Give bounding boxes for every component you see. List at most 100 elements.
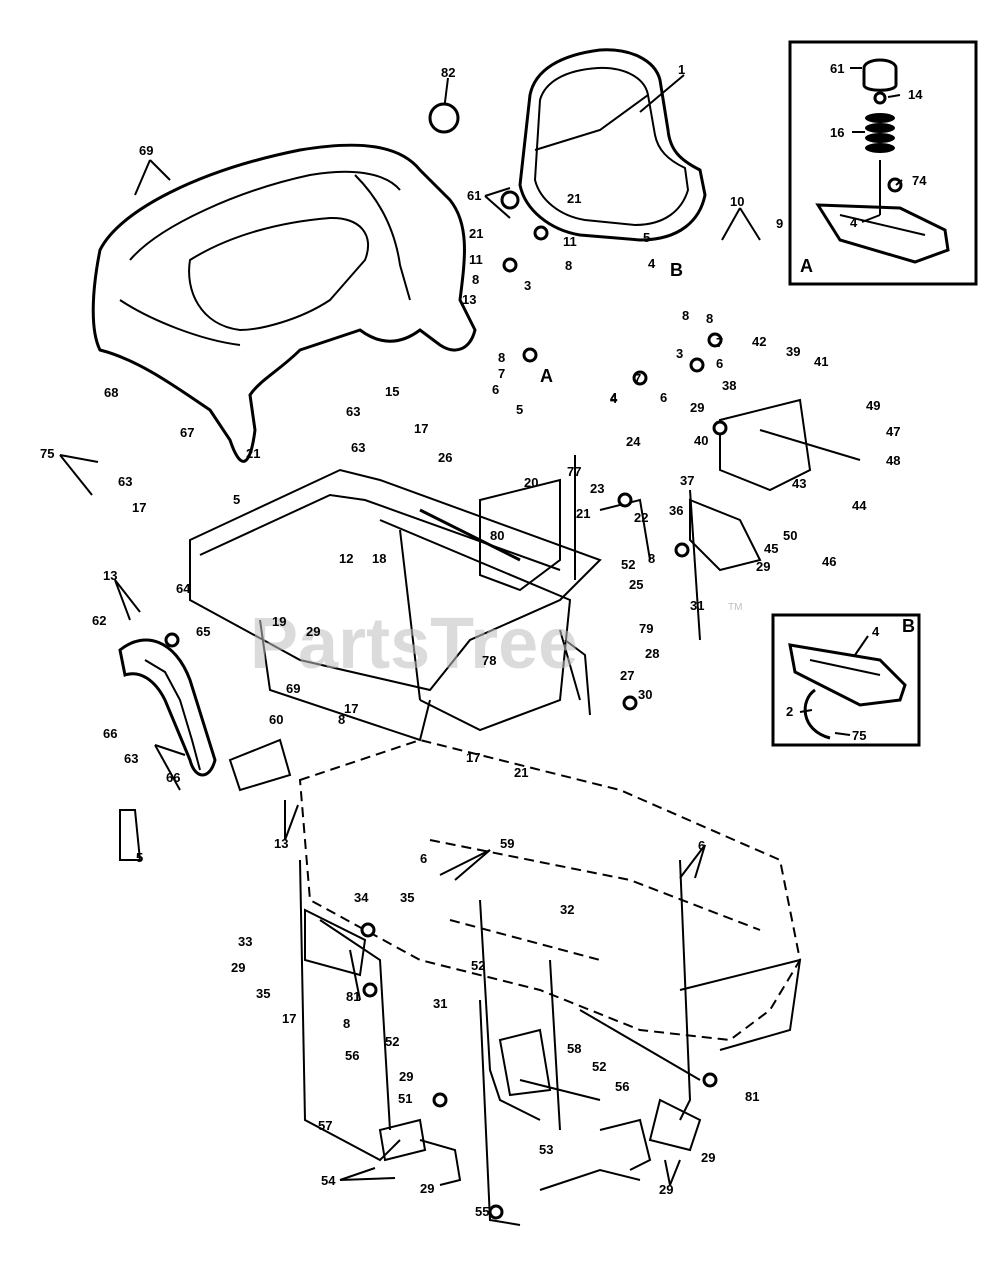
callout-label: B (670, 260, 683, 280)
inset-a-label-4: 4 (850, 215, 858, 230)
callout-label: 5 (516, 402, 523, 417)
left-panel-drawing (118, 638, 292, 861)
callout-label: 37 (680, 473, 694, 488)
watermark: PartsTree TM (250, 602, 742, 684)
callout-label: 39 (786, 344, 800, 359)
callout-label: 13 (274, 836, 288, 851)
callout-label: 22 (634, 510, 648, 525)
callout-label: 49 (866, 398, 880, 413)
callout-label: 23 (590, 481, 604, 496)
callout-label: 46 (822, 554, 836, 569)
callout-label: 43 (792, 476, 806, 491)
callout-label: 38 (722, 378, 736, 393)
callout-label: 18 (372, 551, 386, 566)
callout-label: 11 (469, 252, 483, 267)
callout-label: 57 (318, 1118, 332, 1133)
callout-labels: 1 82 69 61 21 11 8 3 21 11 8 5 4 B 10 9 … (40, 62, 900, 1219)
callout-label: 4 (610, 391, 618, 406)
callout-label: 63 (351, 440, 365, 455)
callout-label: 29 (231, 960, 245, 975)
callout-label: 6 (492, 382, 499, 397)
hardware-dots (164, 102, 728, 1220)
linkage-drawing (299, 455, 702, 1226)
watermark-text: PartsTree (250, 604, 578, 684)
callout-label: 8 (472, 272, 479, 287)
callout-label: 15 (385, 384, 399, 399)
callout-label: 51 (398, 1091, 412, 1106)
callout-label: 66 (166, 770, 180, 785)
inset-b-label-4: 4 (872, 624, 880, 639)
callout-label: 11 (563, 234, 577, 249)
callout-label: 66 (103, 726, 117, 741)
callout-label: 9 (776, 216, 783, 231)
callout-label: 59 (500, 836, 514, 851)
callout-label: 5 (136, 850, 143, 865)
callout-label: 4 (648, 256, 656, 271)
callout-label: 52 (385, 1034, 399, 1049)
callout-label: 29 (420, 1181, 434, 1196)
callout-label: 13 (103, 568, 117, 583)
callout-label: 21 (469, 226, 483, 241)
callout-label: 32 (560, 902, 574, 917)
callout-label: 30 (638, 687, 652, 702)
chassis-drawing (189, 398, 861, 742)
callout-label: 8 (498, 350, 505, 365)
callout-label: 79 (639, 621, 653, 636)
callout-label: 61 (467, 188, 481, 203)
callout-label: 5 (643, 230, 650, 245)
callout-label: 19 (272, 614, 286, 629)
callout-label: 63 (346, 404, 360, 419)
callout-label: 68 (104, 385, 118, 400)
callout-label: 17 (414, 421, 428, 436)
callout-label: 8 (565, 258, 572, 273)
watermark-trademark: TM (728, 602, 742, 613)
callout-label: 64 (176, 581, 191, 596)
callout-label: 24 (626, 434, 641, 449)
callout-label: 8 (706, 311, 713, 326)
callout-label: 31 (690, 598, 704, 613)
callout-label: 8 (682, 308, 689, 323)
callout-label: 4 (610, 390, 618, 405)
callout-label: 3 (524, 278, 531, 293)
callout-label: 55 (475, 1204, 489, 1219)
callout-label: 60 (269, 712, 283, 727)
callout-label: 17 (466, 750, 480, 765)
callout-label: 54 (321, 1173, 336, 1188)
callout-label: 50 (783, 528, 797, 543)
callout-label: 77 (567, 464, 581, 479)
callout-label: 56 (345, 1048, 359, 1063)
callout-label: 28 (645, 646, 659, 661)
callout-label: 17 (344, 701, 358, 716)
callout-label: 25 (629, 577, 643, 592)
callout-label: 29 (701, 1150, 715, 1165)
inset-b: 4 2 75 B (771, 613, 921, 747)
callout-label: 63 (118, 474, 132, 489)
callout-label: 52 (592, 1059, 606, 1074)
callout-label: 5 (233, 492, 240, 507)
callout-label: 45 (764, 541, 778, 556)
inset-a: 61 14 16 74 4 A (788, 40, 978, 286)
callout-label: 81 (745, 1089, 759, 1104)
callout-label: 69 (286, 681, 300, 696)
callout-label: 20 (524, 475, 538, 490)
callout-label: 80 (490, 528, 504, 543)
inset-a-label-16: 16 (830, 125, 844, 140)
callout-label: 27 (620, 668, 634, 683)
callout-label: 56 (615, 1079, 629, 1094)
callout-label: 40 (694, 433, 708, 448)
callout-label: 21 (246, 446, 260, 461)
callout-label: 63 (124, 751, 138, 766)
callout-label: 62 (92, 613, 106, 628)
callout-label: A (540, 366, 553, 386)
callout-label: 7 (716, 335, 723, 350)
callout-label: 12 (339, 551, 353, 566)
callout-label: 29 (306, 624, 320, 639)
callout-label: 13 (462, 292, 476, 307)
callout-label: 6 (660, 390, 667, 405)
callout-label: 35 (256, 986, 270, 1001)
callout-label: 6 (420, 851, 427, 866)
callout-label: 47 (886, 424, 900, 439)
callout-label: 52 (471, 958, 485, 973)
callout-label: 8 (338, 712, 345, 727)
